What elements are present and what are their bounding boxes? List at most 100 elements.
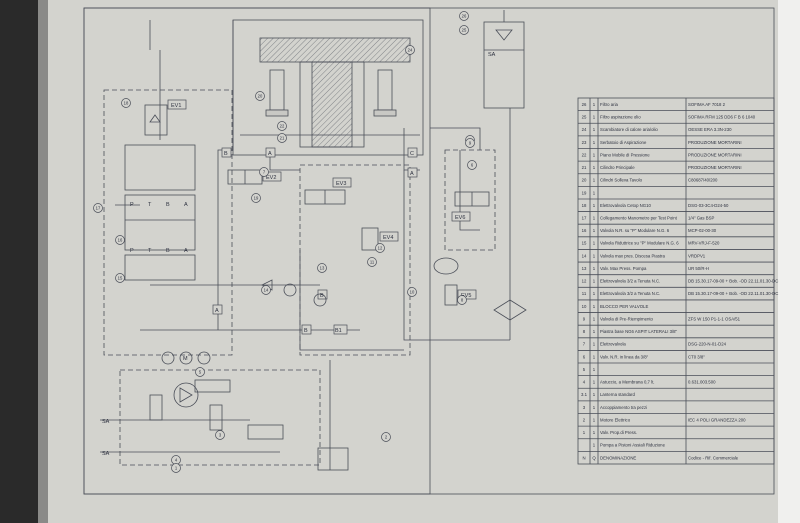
manifold-port-b-lower: B: [304, 328, 308, 334]
manifold-port-a-lower: A: [215, 308, 219, 314]
table-cell-reference: OESSE ERA 3.3N-230: [688, 127, 732, 132]
table-cell-reference: PRODUZIONE MORTARINI: [688, 165, 742, 170]
lift-cylinder-right: [377, 69, 393, 111]
scan-left-edge: [38, 0, 48, 523]
port-box-a1: [265, 147, 276, 158]
modular-valve-block: [124, 194, 196, 251]
pump-arrow-icon: [179, 387, 193, 403]
table-cell-description: Lanterna standard: [600, 392, 635, 397]
table-cell-description: Piano Mobile di Pressione: [600, 152, 650, 157]
table-cell-position: 11: [582, 291, 587, 296]
callout-bubble: [171, 463, 181, 473]
table-cell-position: 13: [582, 266, 587, 271]
table-cell-position: 8: [583, 329, 586, 334]
table-cell-quantity: 1: [593, 417, 596, 422]
ev5-tag-box: [457, 289, 477, 300]
ev6-enclosure: [444, 149, 496, 251]
pump-symbol: [173, 382, 199, 408]
table-cell-description: Valvola N.R. su "P" Modulare N.G. 6: [600, 228, 670, 233]
table-cell-quantity: 1: [593, 405, 596, 410]
ev6-tag-box: [451, 211, 471, 222]
hydraulic-lines: [100, 20, 511, 470]
callout-bubble: [381, 432, 391, 442]
port-a: A: [184, 202, 188, 208]
port-box-b2: [301, 324, 312, 335]
press-top-plate: [259, 37, 411, 63]
table-cell-description: Valv. Max Press. Pompa: [600, 266, 647, 271]
table-cell-quantity: 1: [593, 342, 596, 347]
line-ev6: [459, 150, 480, 231]
table-cell-quantity: 1: [593, 203, 596, 208]
motor-symbol-2: [179, 351, 193, 365]
table-cell-description: Cilindro Principale: [600, 165, 635, 170]
callout-number: 25: [462, 28, 467, 33]
table-cell-quantity: 1: [593, 215, 596, 220]
table-cell-quantity: 1: [593, 152, 596, 157]
callout-bubble: [459, 11, 469, 21]
table-cell-description: Serbatoio di Aspirazione: [600, 140, 647, 145]
callout-bubble: [261, 285, 271, 295]
callout-number: 24: [408, 48, 413, 53]
table-cell-description: Accoppiamento tra pezzi: [600, 405, 647, 410]
manifold-port-a-right: A: [410, 171, 414, 177]
table-cell-reference: MCP-02-00-30: [688, 228, 717, 233]
ev1-valve-body: [124, 144, 196, 191]
table-cell-quantity: 1: [593, 304, 596, 309]
table-cell-quantity: 1: [593, 190, 596, 195]
pressure-valve: [313, 293, 327, 307]
drawing-sheet: [48, 0, 778, 523]
table-cell-position: 10: [582, 304, 587, 309]
table-cell-position: 7: [583, 342, 586, 347]
callout-bubble: [367, 257, 377, 267]
proportional-valve: [194, 379, 231, 393]
callout-bubble: [259, 167, 269, 177]
callout-bubble: [317, 263, 327, 273]
ev3-tag-box: [332, 177, 352, 188]
table-cell-quantity: Q: [592, 455, 596, 460]
table-cell-position: 4: [583, 380, 586, 385]
port-b: B: [166, 202, 170, 208]
callout-bubble: [459, 25, 469, 35]
callout-bubble: [215, 430, 225, 440]
pump-valve-left: [149, 394, 163, 421]
manifold-port-c: C: [410, 151, 414, 157]
table-cell-description: Elettrovalvola 3/2 a Tenuta N.C.: [600, 291, 660, 296]
table-cell-position: 15: [582, 241, 587, 246]
table-cell-position: 2: [583, 417, 586, 422]
callout-number: 6: [471, 163, 474, 168]
table-cell-description: Valv. Prop.di Press.: [600, 430, 637, 435]
table-cell-reference: PRODUZIONE MORTARINI: [688, 152, 742, 157]
table-cell-quantity: 1: [593, 367, 596, 372]
table-cell-position: 3.1: [581, 392, 588, 397]
callout-number: 7: [263, 170, 266, 175]
pump-manifold: [247, 424, 284, 440]
table-cell-quantity: 1: [593, 443, 596, 448]
port-box-b1-lower: [333, 324, 348, 335]
table-cell-reference: Codice - Rif. Commerciale: [688, 455, 739, 460]
table-cell-quantity: 1: [593, 140, 596, 145]
callout-number: 17: [96, 206, 101, 211]
table-cell-reference: 1/4" Gas BSP: [688, 215, 714, 220]
callout-bubble: [93, 203, 103, 213]
table-cell-position: 26: [582, 102, 587, 107]
table-cell-position: 1: [583, 430, 586, 435]
table-cell-quantity: 1: [593, 354, 596, 359]
tank-body: [483, 21, 525, 109]
line-prefill: [430, 127, 481, 150]
table-cell-description: Valvola di Pre-Riempimento: [600, 316, 654, 321]
line-main-left: [217, 20, 234, 330]
table-cell-position: 5: [583, 367, 586, 372]
table-cell-reference: DSG-220-N-01-D24: [688, 342, 727, 347]
table-cell-reference: UR 50/R-H: [688, 266, 709, 271]
callout-bubble: [255, 91, 265, 101]
callout-bubble: [405, 45, 415, 55]
table-cell-quantity: 1: [593, 127, 596, 132]
callout-number: 11: [370, 260, 375, 265]
table-cell-description: DENOMINAZIONE: [600, 455, 636, 460]
ev4-tag: EV4: [383, 235, 393, 241]
table-cell-reference: PRODUZIONE MORTARINI: [688, 140, 742, 145]
table-cell-position: 14: [582, 253, 587, 258]
callout-number: 26: [462, 14, 467, 19]
table-cell-description: Filtro aspirazione olio: [600, 115, 641, 120]
table-cell-reference: SOFIMA RFM 125 DD6 F B 6 1040: [688, 115, 756, 120]
